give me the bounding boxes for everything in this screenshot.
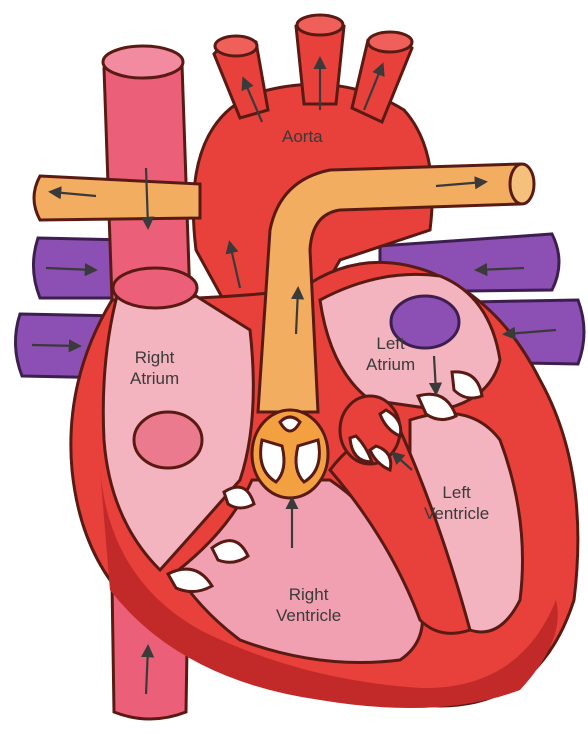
pulmonary-artery-opening (510, 164, 534, 204)
vena-cava-top-opening (103, 46, 183, 78)
label-right-ventricle-line2: Ventricle (276, 605, 341, 626)
label-left-atrium: Left Atrium (366, 333, 415, 375)
label-right-ventricle: Right Ventricle (276, 584, 341, 626)
pulmonary-valve (252, 410, 328, 498)
label-left-ventricle-line2: Ventricle (424, 503, 489, 524)
label-right-atrium-line2: Atrium (130, 368, 179, 389)
label-left-atrium-line1: Left (366, 333, 415, 354)
aorta-opening-middle (297, 15, 343, 35)
pulmonary-artery-right-branch (34, 176, 200, 220)
label-right-atrium: Right Atrium (130, 347, 179, 389)
label-right-ventricle-line1: Right (276, 584, 341, 605)
label-left-atrium-line2: Atrium (366, 354, 415, 375)
aorta-opening-right (368, 32, 412, 52)
label-left-ventricle: Left Ventricle (424, 482, 489, 524)
aorta-opening-left (215, 36, 257, 56)
right-atrium-top-opening (113, 268, 197, 308)
label-left-ventricle-line1: Left (424, 482, 489, 503)
label-aorta: Aorta (282, 126, 323, 147)
right-atrium-coronary-sinus (134, 412, 202, 468)
arrow-icon (32, 345, 78, 346)
label-right-atrium-line1: Right (130, 347, 179, 368)
label-aorta-text: Aorta (282, 126, 323, 147)
